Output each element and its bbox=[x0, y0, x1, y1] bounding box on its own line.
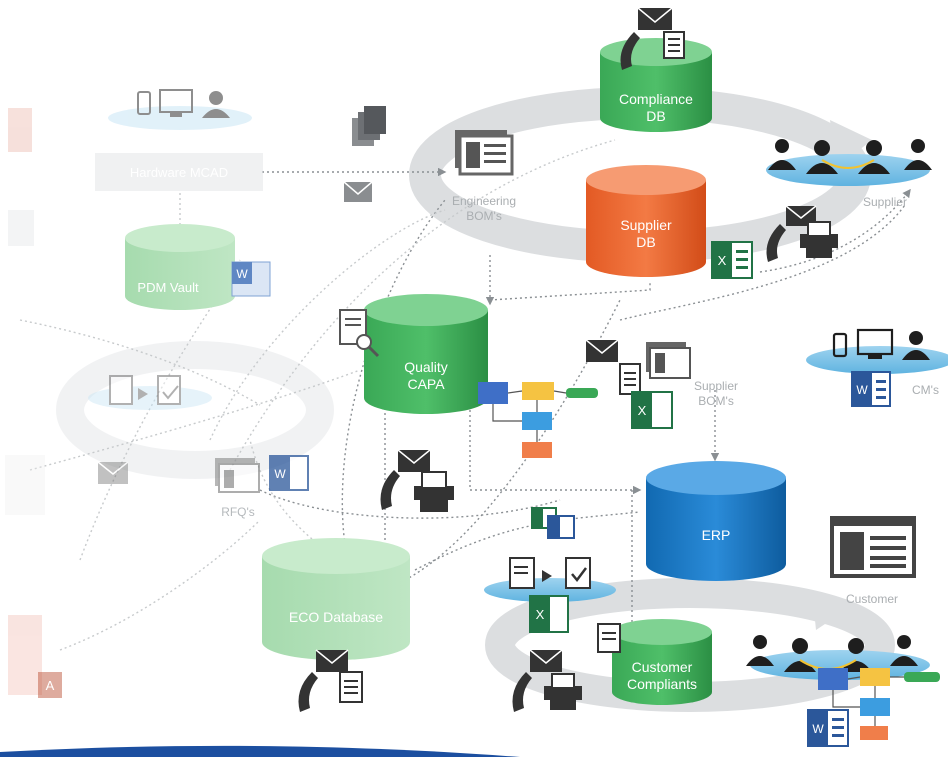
document-icon-complaints bbox=[597, 623, 621, 653]
monitor-icon bbox=[159, 89, 193, 117]
erp-label: ERP bbox=[702, 527, 731, 543]
customer-complaints-label-1: Customer bbox=[632, 659, 693, 675]
word-letter: W bbox=[236, 267, 248, 281]
customer-label: Customer bbox=[846, 592, 898, 606]
phone-envelope-fax-icon-bottom bbox=[512, 649, 582, 712]
documents-stack-icon bbox=[352, 106, 386, 146]
word-letter-cms: W bbox=[856, 383, 868, 397]
erp-node: ERP bbox=[646, 461, 786, 581]
access-icon: A bbox=[38, 672, 62, 698]
eco-database-label: ECO Database bbox=[289, 609, 383, 625]
mobile-icon bbox=[137, 91, 151, 115]
pdm-vault-node: PDM Vault W bbox=[125, 224, 271, 310]
excel-letter-2: X bbox=[638, 403, 647, 418]
word-letter-rfqs: W bbox=[274, 467, 286, 481]
supplier-bom-label-1: Supplier bbox=[694, 379, 738, 393]
left-cycle-ring bbox=[56, 341, 334, 479]
quality-capa-label-2: CAPA bbox=[407, 376, 445, 392]
compliance-db-label-2: DB bbox=[646, 108, 665, 124]
compliance-db-node: Compliance DB bbox=[600, 38, 712, 132]
document-search-icon bbox=[339, 309, 380, 358]
hardware-mcad-label: Hardware MCAD bbox=[130, 165, 228, 180]
supplier-bom-label-2: BOM's bbox=[698, 394, 734, 408]
supplier-label: Supplier bbox=[863, 195, 907, 209]
eco-database-node: ECO Database bbox=[262, 538, 410, 660]
supplier-db-label-1: Supplier bbox=[620, 217, 672, 233]
pdm-vault-label: PDM Vault bbox=[137, 280, 199, 295]
bottom-process-icons bbox=[484, 557, 616, 602]
excel-letter-3: X bbox=[536, 607, 545, 622]
word-icon: W bbox=[231, 261, 271, 297]
left-process-icons bbox=[88, 375, 212, 484]
word-icon-bottom: W bbox=[807, 709, 849, 747]
word-letter-bottom: W bbox=[812, 722, 824, 736]
excel-icon-supplier-bom: X bbox=[631, 391, 673, 429]
faded-left-edge-items bbox=[5, 108, 45, 695]
engineering-bom-node: Engineering BOM's bbox=[452, 130, 516, 223]
monitor-icon-cms bbox=[856, 328, 894, 359]
cms-node: W CM's bbox=[806, 328, 948, 407]
supplier-db-node: Supplier DB bbox=[586, 165, 706, 277]
bottom-right-group: W bbox=[746, 635, 940, 747]
excel-word-icon-small bbox=[531, 507, 575, 539]
customer-complaints-label-2: Compliants bbox=[627, 676, 697, 692]
phone-envelope-fax-icon-supplier bbox=[766, 205, 838, 262]
compliance-db-label-1: Compliance bbox=[619, 91, 693, 107]
rfqs-label: RFQ's bbox=[221, 505, 255, 519]
access-icon-letter: A bbox=[46, 678, 55, 693]
flowchart-icon-bottom bbox=[818, 668, 940, 740]
supplier-group-node: Supplier bbox=[766, 139, 932, 209]
quality-capa-label-1: Quality bbox=[404, 359, 448, 375]
flowchart-icon-capa bbox=[478, 382, 598, 458]
engineering-bom-label-2: BOM's bbox=[466, 209, 502, 223]
user-icon-cms bbox=[902, 331, 930, 360]
envelope-doc-excel-cluster: X bbox=[585, 339, 691, 429]
cms-label: CM's bbox=[912, 383, 939, 397]
hardware-mcad-node: Hardware MCAD bbox=[95, 89, 263, 191]
mobile-icon-cms bbox=[832, 332, 848, 358]
quality-capa-node: Quality CAPA bbox=[364, 294, 488, 414]
bottom-accent-line bbox=[0, 745, 520, 757]
supplier-db-label-2: DB bbox=[636, 234, 655, 250]
word-icon-cms: W bbox=[851, 371, 891, 407]
word-icon-rfqs: W bbox=[269, 455, 309, 491]
user-icon bbox=[202, 91, 230, 118]
phone-fax-icon-middle bbox=[380, 449, 454, 512]
phone-envelope-icon-eco bbox=[298, 649, 363, 712]
customer-complaints-node: Customer Compliants bbox=[612, 619, 712, 705]
excel-icon-bottom: X bbox=[529, 595, 569, 633]
engineering-bom-label-1: Engineering bbox=[452, 194, 516, 208]
phone-envelope-fax-icon-top bbox=[620, 7, 685, 70]
excel-letter: X bbox=[718, 253, 727, 268]
supplier-people-icon bbox=[768, 139, 932, 174]
customer-node: Customer bbox=[830, 516, 916, 606]
envelope-icon bbox=[343, 181, 373, 202]
rfqs-node: W RFQ's bbox=[215, 455, 309, 519]
supplier-bom-node: Supplier BOM's bbox=[694, 379, 738, 408]
excel-icon: X bbox=[711, 241, 753, 279]
